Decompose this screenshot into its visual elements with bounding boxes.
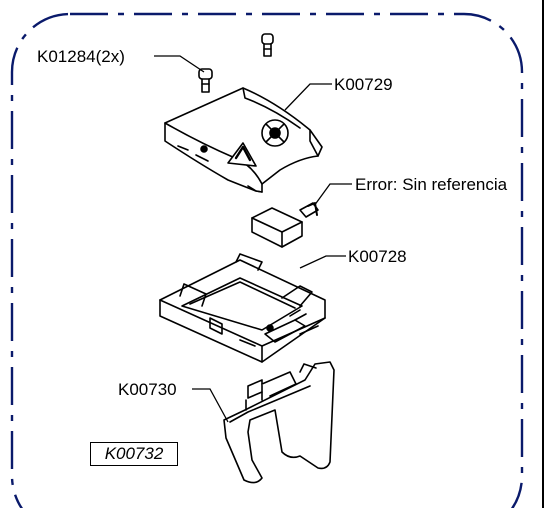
reference-box: K00732 [90, 442, 178, 466]
page-edge-rule [542, 0, 544, 508]
callout-k00730: K00730 [118, 380, 177, 399]
screw-left [198, 68, 213, 93]
leader-k00730 [192, 388, 229, 423]
leader-k00728 [299, 255, 346, 269]
callout-k00728: K00728 [348, 247, 407, 266]
dashed-frame [10, 12, 524, 513]
callout-k01284: K01284(2x) [37, 47, 125, 66]
screw-top [261, 33, 274, 57]
leader-k01284 [154, 55, 205, 73]
cover-part [164, 87, 323, 193]
callout-k00729: K00729 [334, 75, 393, 94]
callout-error-ref: Error: Sin referencia [355, 175, 508, 194]
leader-k00729 [284, 83, 332, 111]
base-part [159, 253, 326, 363]
switch-part [251, 202, 319, 248]
leader-error [313, 183, 352, 207]
plate-part [223, 361, 335, 484]
